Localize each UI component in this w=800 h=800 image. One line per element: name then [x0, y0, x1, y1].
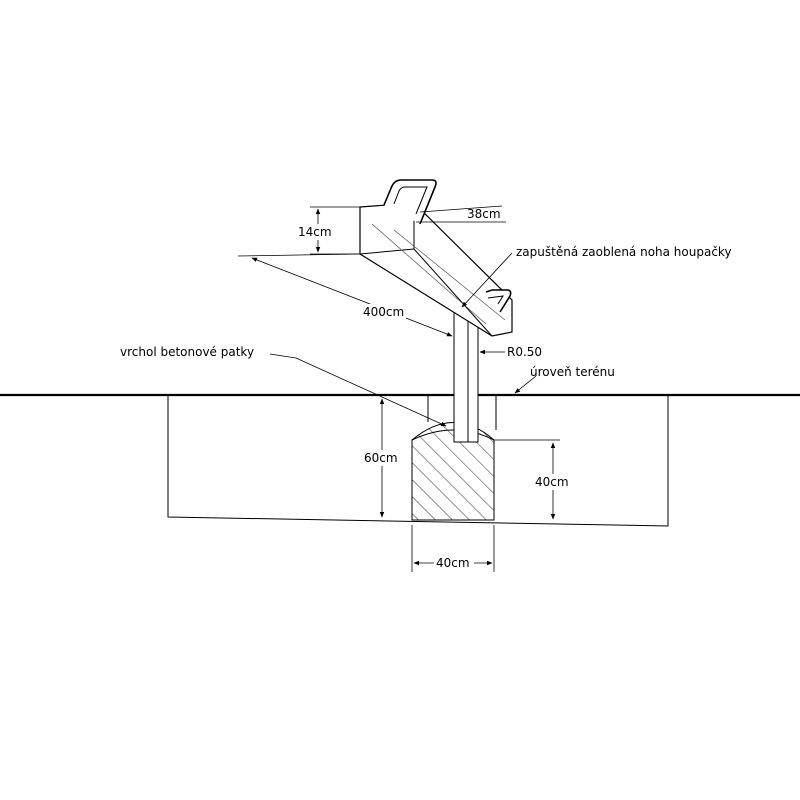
label-400cm: 400cm — [363, 305, 404, 319]
handle-rear — [485, 289, 512, 313]
label-40cm-vertical: 40cm — [535, 475, 569, 489]
dimension-length: 400cm — [237, 253, 453, 337]
label-60cm: 60cm — [364, 451, 398, 465]
label-14cm: 14cm — [298, 225, 332, 239]
dimension-radius: R0.50 — [479, 345, 542, 359]
dimension-handle: 38cm — [416, 205, 506, 223]
dimension-footing-width: 40cm — [411, 525, 495, 572]
leader-embedded-leg: zapuštěná zaoblená noha houpačky — [461, 245, 732, 308]
label-footing-top: vrchol betonové patky — [120, 345, 254, 359]
label-ground-level: úroveň terénu — [530, 365, 615, 379]
concrete-footing — [411, 422, 495, 521]
embedded-leg — [427, 311, 497, 443]
leader-ground-level: úroveň terénu — [514, 365, 615, 394]
handle-front — [383, 179, 437, 225]
label-embedded-leg: zapuštěná zaoblená noha houpačky — [516, 245, 732, 259]
label-38cm: 38cm — [467, 207, 501, 221]
label-radius: R0.50 — [507, 345, 542, 359]
leader-footing-top: vrchol betonové patky — [120, 345, 447, 427]
dimension-footing-height: 40cm — [494, 439, 573, 520]
label-40cm-horizontal: 40cm — [436, 556, 470, 570]
excavation-pit — [167, 395, 669, 527]
dimension-pit-depth: 60cm — [362, 398, 402, 518]
dimension-beam-height: 14cm — [295, 206, 360, 255]
